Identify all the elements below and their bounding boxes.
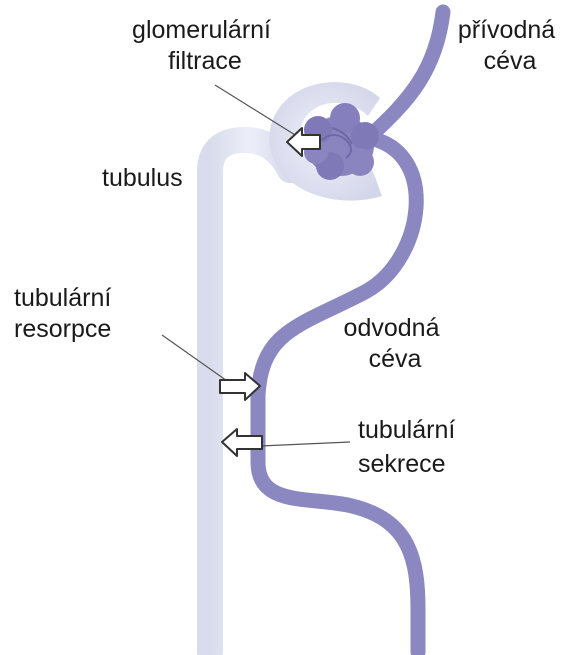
leader-secretion: [260, 442, 350, 446]
label-tubulus: tubulus: [102, 164, 183, 192]
label-efferent-vessel: odvodná céva: [344, 314, 447, 373]
efferent-vessel: [258, 138, 418, 652]
afferent-vessel: [368, 12, 443, 138]
label-tubular-resorption: tubulární resorpce: [14, 284, 118, 343]
label-tubular-secretion: tubulární sekrece: [358, 416, 462, 478]
label-afferent-vessel: přívodná céva: [458, 16, 562, 75]
label-glomerular-filtration: glomerulární filtrace: [132, 16, 278, 75]
labels: glomerulární filtrace přívodná céva tubu…: [14, 16, 562, 478]
